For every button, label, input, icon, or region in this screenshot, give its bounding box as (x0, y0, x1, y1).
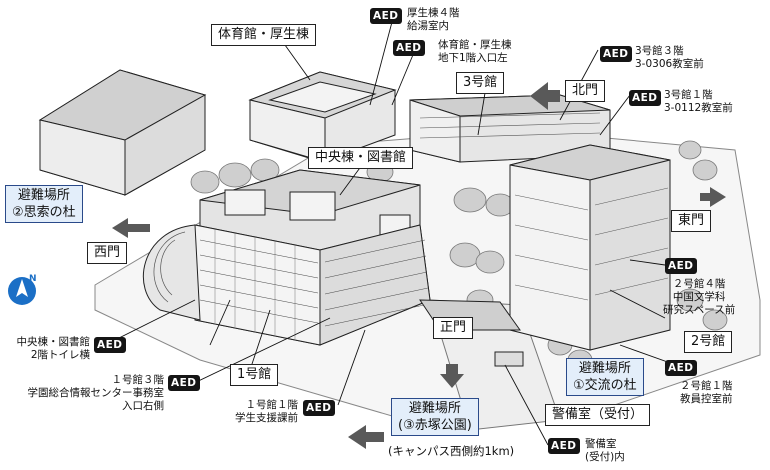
aed-note-3: 3号館３階 3-0306教室前 (635, 45, 704, 71)
evacuation-site-2: 避難場所 ②思索の杜 (5, 185, 83, 223)
aed-note-4: 3号館１階 3-0112教室前 (664, 89, 733, 115)
aed-note-3-line2: 3-0306教室前 (635, 58, 704, 70)
aed-note-9-line3: 入口右側 (122, 400, 164, 412)
evacuation-site-3-line2: (③赤塚公園) (398, 418, 472, 433)
aed-note-1: 厚生棟４階 給湯室内 (407, 7, 460, 33)
compass-icon: N (8, 274, 37, 305)
aed-badge-10: AED (94, 337, 126, 353)
northwest-building (38, 69, 207, 196)
label-central: 中央棟・図書館 (308, 147, 414, 169)
rotunda (142, 224, 201, 321)
aed-note-5-line2: 中国文学科 (672, 291, 726, 303)
aed-note-2-line2: 地下1階入口左 (438, 52, 508, 64)
aed-note-1-line2: 給湯室内 (407, 20, 449, 32)
building-2 (509, 144, 671, 351)
label-main-gate: 正門 (433, 317, 474, 339)
aed-note-6-line2: 教員控室前 (680, 393, 733, 405)
guard-room-building (494, 351, 524, 367)
label-guard-room: 警備室（受付） (545, 404, 651, 426)
aed-note-1-line1: 厚生棟４階 (407, 7, 460, 19)
aed-note-5: ２号館４階 中国文学科 研究スペース前 (663, 278, 735, 317)
gym-building (248, 71, 397, 163)
aed-note-2: 体育館・厚生棟 地下1階入口左 (438, 39, 512, 65)
direction-arrows (112, 82, 726, 449)
evacuation-site-3: 避難場所 (③赤塚公園) (391, 398, 479, 436)
aed-badge-5: AED (665, 258, 697, 274)
label-building-2: 2号館 (684, 331, 733, 353)
compass-letter: N (29, 274, 37, 284)
label-west-gate: 西門 (87, 242, 128, 264)
aed-badge-8: AED (303, 400, 335, 416)
aed-note-7-line1: 警備室 (585, 438, 617, 450)
aed-note-7-line2: (受付)内 (585, 451, 625, 463)
north-arrow (530, 82, 560, 110)
aed-note-4-line2: 3-0112教室前 (664, 102, 733, 114)
west-arrow (112, 218, 150, 238)
aed-badge-2: AED (393, 40, 425, 56)
aed-note-2-line1: 体育館・厚生棟 (438, 39, 512, 51)
aed-note-10-line2: 2階トイレ横 (30, 349, 90, 361)
aed-note-5-line3: 研究スペース前 (663, 304, 736, 316)
aed-note-5-line1: ２号館４階 (672, 278, 726, 290)
label-gym: 体育館・厚生棟 (211, 24, 317, 46)
label-east-gate: 東門 (671, 210, 712, 232)
building-3 (409, 94, 611, 163)
aed-note-10-line1: 中央棟・図書館 (16, 336, 91, 348)
aed-note-9: １号館３階 学園総合情報センター事務室 入口右側 (28, 374, 165, 413)
aed-note-9-line1: １号館３階 (111, 374, 165, 386)
route-arrow (348, 425, 384, 449)
evacuation-site-1: 避難場所 ①交流の杜 (566, 358, 644, 396)
aed-note-8: １号館１階 学生支援課前 (235, 399, 298, 425)
aed-badge-1: AED (370, 8, 402, 24)
evacuation-site-3-note: (キャンパス西側約1km) (388, 444, 515, 458)
evacuation-site-2-line2: ②思索の杜 (12, 205, 76, 220)
south-arrow (440, 364, 464, 388)
label-north-gate: 北門 (565, 80, 606, 102)
aed-badge-7: AED (548, 438, 580, 454)
aed-note-8-line2: 学生支援課前 (235, 412, 298, 424)
aed-note-9-line2: 学園総合情報センター事務室 (27, 387, 165, 399)
east-arrow (700, 187, 726, 207)
aed-badge-9: AED (168, 375, 200, 391)
label-building-3: 3号館 (456, 72, 505, 94)
aed-note-3-line1: 3号館３階 (635, 45, 684, 57)
aed-note-7: 警備室 (受付)内 (585, 438, 625, 464)
aed-badge-4: AED (629, 90, 661, 106)
evacuation-site-1-line1: 避難場所 (578, 361, 631, 376)
label-building-1: 1号館 (230, 364, 279, 386)
evacuation-site-1-line2: ①交流の杜 (573, 378, 637, 393)
aed-note-6-line1: ２号館１階 (680, 380, 733, 392)
aed-badge-3: AED (600, 46, 632, 62)
aed-note-10: 中央棟・図書館 2階トイレ横 (17, 336, 91, 362)
aed-note-8-line1: １号館１階 (245, 399, 299, 411)
aed-note-6: ２号館１階 教員控室前 (680, 380, 733, 406)
evacuation-site-2-line1: 避難場所 (17, 188, 70, 203)
aed-badge-6: AED (665, 360, 697, 376)
aed-note-4-line1: 3号館１階 (664, 89, 713, 101)
evacuation-site-3-line1: 避難場所 (408, 401, 461, 416)
